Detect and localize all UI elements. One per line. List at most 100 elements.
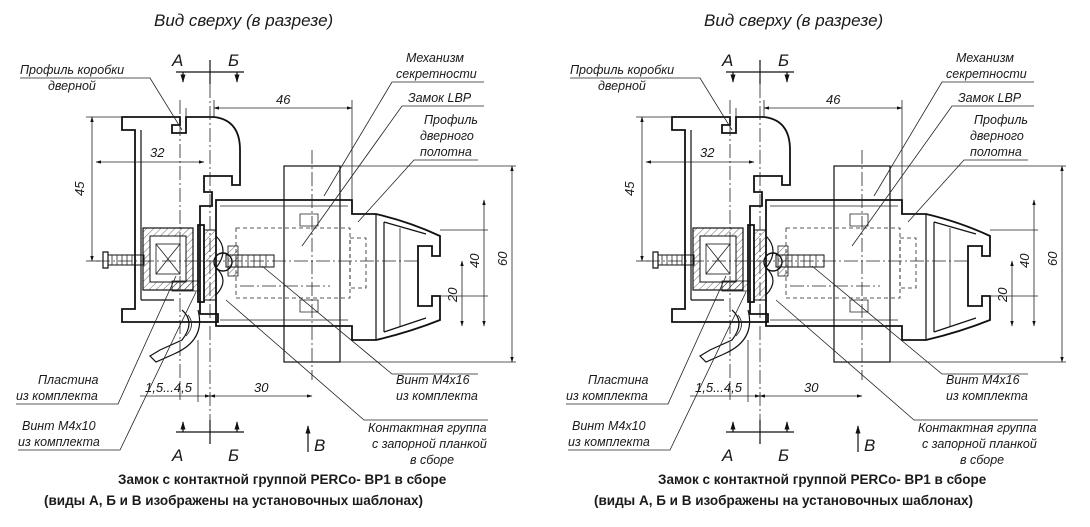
lock-assembly-drawing [95, 61, 441, 433]
svg-text:1,5...4,5: 1,5...4,5 [695, 380, 743, 395]
svg-text:из комплекта: из комплекта [396, 389, 478, 403]
svg-text:дверной: дверной [48, 79, 96, 93]
svg-text:Винт М4х16: Винт М4х16 [396, 373, 470, 387]
svg-text:Профиль: Профиль [424, 113, 478, 127]
dimension-45: 45 [622, 116, 672, 262]
callout-contact-group: Контактная группа с запорной планкой в с… [775, 299, 1038, 467]
caption-line-2: (виды А, Б и В изображены на установочны… [44, 493, 423, 508]
svg-text:Винт М4х10: Винт М4х10 [22, 419, 96, 433]
svg-text:30: 30 [254, 380, 269, 395]
svg-text:Механизм: Механизм [956, 51, 1014, 65]
svg-text:20: 20 [445, 287, 460, 303]
svg-text:дверной: дверной [598, 79, 646, 93]
caption-line-1: Замок с контактной группой PERCo- BP1 в … [118, 472, 447, 487]
drawing-right: Вид сверху (в разрезе) А Б А Б В 46 [566, 11, 1066, 508]
section-label-a-bottom: А [171, 446, 183, 465]
svg-text:из комплекта: из комплекта [568, 435, 650, 449]
callout-mechanism: Механизм секретности [873, 51, 1034, 197]
svg-text:Профиль коробки: Профиль коробки [20, 63, 124, 77]
section-label-b-bottom: Б [228, 446, 239, 465]
callout-screw-m4x10: Винт М4х10 из комплекта [568, 291, 747, 451]
svg-text:полотна: полотна [970, 145, 1022, 159]
view-label-v: В [314, 436, 325, 455]
callout-screw-m4x16: Винт М4х16 из комплекта [811, 265, 1028, 403]
dimension-60: 60 [890, 165, 1066, 363]
callout-plate: Пластина из комплекта [566, 275, 727, 405]
svg-text:45: 45 [72, 181, 87, 196]
svg-text:Замок LBP: Замок LBP [408, 91, 472, 105]
section-mark-bottom: А Б [721, 420, 794, 465]
callout-lock: Замок LBP [301, 91, 484, 247]
callout-screw-m4x10: Винт М4х10 из комплекта [18, 291, 197, 451]
view-arrow-v: В [855, 425, 875, 455]
svg-text:с запорной планкой: с запорной планкой [922, 437, 1037, 451]
section-label-a-bottom: А [721, 446, 733, 465]
svg-text:Профиль: Профиль [974, 113, 1028, 127]
svg-text:Механизм: Механизм [406, 51, 464, 65]
svg-text:32: 32 [150, 145, 165, 160]
svg-text:60: 60 [1045, 251, 1060, 266]
caption-line-1: Замок с контактной группой PERCo- BP1 в … [658, 472, 987, 487]
callout-door-profile: Профиль дверного полотна [357, 113, 478, 223]
svg-text:в сборе: в сборе [410, 453, 454, 467]
section-mark-top: А Б [171, 51, 244, 84]
drawing-left: Вид сверху (в разрезе) А Б А Б В [16, 11, 516, 508]
callout-door-profile: Профиль дверного полотна [907, 113, 1028, 223]
section-mark-top: А Б [721, 51, 794, 84]
svg-text:Винт М4х10: Винт М4х10 [572, 419, 646, 433]
svg-text:с запорной планкой: с запорной планкой [372, 437, 487, 451]
section-label-a-top: А [171, 51, 183, 70]
svg-text:46: 46 [276, 92, 291, 107]
svg-text:Пластина: Пластина [38, 373, 99, 387]
callout-mechanism: Механизм секретности [323, 51, 484, 197]
svg-text:из комплекта: из комплекта [18, 435, 100, 449]
dimension-46: 46 [213, 92, 353, 200]
dimension-32: 32 [645, 145, 755, 164]
svg-text:из комплекта: из комплекта [566, 389, 648, 403]
lock-assembly-drawing [645, 61, 991, 433]
svg-text:45: 45 [622, 181, 637, 196]
dimension-20: 20 [995, 260, 1014, 327]
svg-text:Контактная группа: Контактная группа [368, 421, 487, 435]
svg-text:Контактная группа: Контактная группа [918, 421, 1037, 435]
callout-contact-group: Контактная группа с запорной планкой в с… [225, 299, 488, 467]
svg-text:дверного: дверного [970, 129, 1024, 143]
svg-text:полотна: полотна [420, 145, 472, 159]
svg-text:секретности: секретности [396, 67, 477, 81]
section-mark-bottom: А Б [171, 420, 244, 465]
dimension-46: 46 [763, 92, 903, 200]
svg-text:Профиль коробки: Профиль коробки [570, 63, 674, 77]
dimension-40: 40 [990, 199, 1038, 327]
dimension-40: 40 [440, 199, 488, 327]
view-title: Вид сверху (в разрезе) [704, 11, 883, 30]
dimension-30: 30 [209, 380, 313, 398]
svg-text:Винт М4х16: Винт М4х16 [946, 373, 1020, 387]
view-title: Вид сверху (в разрезе) [154, 11, 333, 30]
section-label-b-top: Б [778, 51, 789, 70]
svg-text:60: 60 [495, 251, 510, 266]
dimension-20: 20 [445, 260, 464, 327]
svg-text:из комплекта: из комплекта [946, 389, 1028, 403]
svg-text:20: 20 [995, 287, 1010, 303]
svg-text:46: 46 [826, 92, 841, 107]
view-arrow-v: В [305, 425, 325, 455]
svg-text:40: 40 [1017, 253, 1032, 268]
callout-frame-profile: Профиль коробки дверной [20, 63, 183, 131]
callout-lock: Замок LBP [851, 91, 1034, 247]
svg-text:дверного: дверного [420, 129, 474, 143]
svg-text:из комплекта: из комплекта [16, 389, 98, 403]
svg-text:40: 40 [467, 253, 482, 268]
callout-screw-m4x16: Винт М4х16 из комплекта [261, 265, 478, 403]
dimension-32: 32 [95, 145, 205, 164]
caption-line-2: (виды А, Б и В изображены на установочны… [594, 493, 973, 508]
dimension-60: 60 [340, 165, 516, 363]
section-label-b-top: Б [228, 51, 239, 70]
dimension-45: 45 [72, 116, 122, 262]
svg-text:секретности: секретности [946, 67, 1027, 81]
dimension-gap: 1,5...4,5 [690, 340, 761, 402]
svg-text:32: 32 [700, 145, 715, 160]
callout-plate: Пластина из комплекта [16, 275, 177, 405]
svg-text:в сборе: в сборе [960, 453, 1004, 467]
svg-text:Замок LBP: Замок LBP [958, 91, 1022, 105]
